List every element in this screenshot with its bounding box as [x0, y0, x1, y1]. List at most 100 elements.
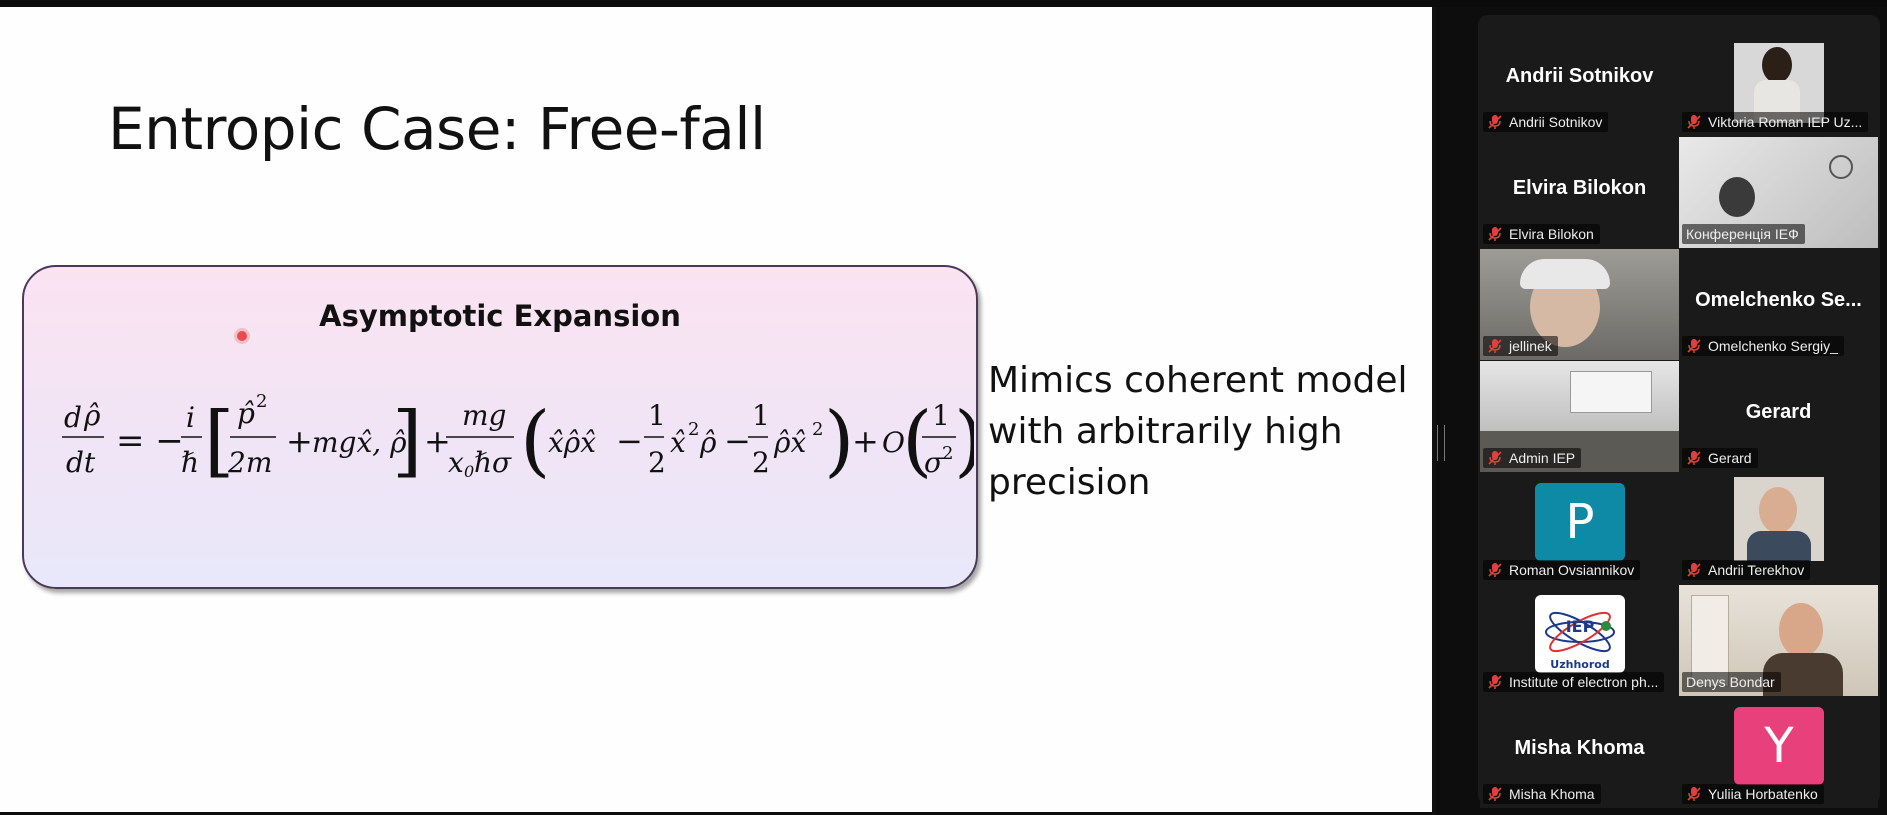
participant-name: Omelchenko Se...: [1695, 289, 1862, 311]
svg-text:ρ̂: ρ̂: [699, 426, 717, 459]
svg-text:2m: 2m: [227, 446, 272, 479]
participant-label-text: Конференція ІЕФ: [1686, 226, 1799, 242]
muted-mic-icon: [1488, 451, 1502, 465]
muted-mic-icon: [1488, 227, 1502, 241]
panel-divider: [1432, 7, 1436, 815]
participant-label-text: Viktoria Roman IEP Uz...: [1708, 114, 1863, 130]
participant-label: Roman Ovsiannikov: [1483, 560, 1641, 580]
participant-tile[interactable]: Andrii Sotnikov Andrii Sotnikov: [1480, 25, 1679, 136]
svg-text:2: 2: [648, 446, 666, 479]
logo: IEP Uzhhorod: [1535, 595, 1625, 673]
svg-text:ℏσ: ℏσ: [474, 446, 512, 479]
avatar: P: [1535, 483, 1625, 561]
svg-text:−: −: [616, 422, 643, 460]
participant-tile-active-speaker[interactable]: Denys Bondar: [1679, 585, 1878, 696]
participant-gallery: Andrii Sotnikov Andrii Sotnikov Viktoria…: [1478, 15, 1880, 808]
participant-tile[interactable]: Misha Khoma Misha Khoma: [1480, 697, 1679, 808]
svg-text:+: +: [286, 422, 313, 460]
svg-text:1: 1: [752, 399, 770, 432]
svg-text:): ): [954, 396, 974, 486]
participant-tile[interactable]: IEP Uzhhorod Institute of electron ph...: [1480, 585, 1679, 696]
participant-label-text: Elvira Bilokon: [1509, 226, 1594, 242]
slide-side-text: Mimics coherent model with arbitrarily h…: [988, 355, 1408, 508]
svg-text:ρ̂: ρ̂: [83, 399, 101, 432]
svg-text:mg: mg: [462, 399, 506, 432]
top-bar: [0, 0, 1887, 7]
svg-text:i: i: [186, 401, 195, 434]
svg-text:2: 2: [256, 391, 267, 412]
participant-tile[interactable]: Y Yuliia Horbatenko: [1679, 697, 1878, 808]
resize-handle[interactable]: [1437, 425, 1445, 461]
participant-name: Misha Khoma: [1514, 737, 1645, 759]
participant-video: [1480, 249, 1679, 360]
svg-text:x̂ρ̂x̂: x̂ρ̂x̂: [548, 426, 596, 459]
participant-label: Omelchenko Sergiy_: [1682, 336, 1844, 356]
avatar: Y: [1734, 707, 1824, 785]
muted-mic-icon: [1687, 787, 1701, 801]
svg-text:x: x: [448, 446, 464, 479]
participant-tile[interactable]: Andrii Terekhov: [1679, 473, 1878, 584]
svg-text:mgx̂, ρ̂: mgx̂, ρ̂: [312, 426, 407, 459]
participant-label: Gerard: [1682, 448, 1758, 468]
side-text-line: precision: [988, 462, 1151, 503]
participant-label-text: Gerard: [1708, 450, 1752, 466]
svg-text:2: 2: [942, 443, 953, 464]
participant-label: jellinek: [1483, 336, 1558, 356]
participant-tile[interactable]: Admin IEP: [1480, 361, 1679, 472]
participant-tile[interactable]: Конференція ІЕФ: [1679, 137, 1878, 248]
muted-mic-icon: [1687, 115, 1701, 129]
participant-label-text: Omelchenko Sergiy_: [1708, 338, 1838, 354]
participant-label-text: Roman Ovsiannikov: [1509, 562, 1635, 578]
participant-label: Elvira Bilokon: [1483, 224, 1600, 244]
muted-mic-icon: [1488, 563, 1502, 577]
participant-label: Institute of electron ph...: [1483, 672, 1665, 692]
svg-text:ℏ: ℏ: [181, 446, 199, 479]
svg-text:(: (: [520, 396, 550, 486]
svg-text:0: 0: [464, 462, 474, 481]
participant-tile[interactable]: jellinek: [1480, 249, 1679, 360]
muted-mic-icon: [1687, 339, 1701, 353]
participant-video: [1679, 25, 1878, 136]
svg-text:ρ̂x̂: ρ̂x̂: [773, 426, 806, 459]
svg-text:= −: = −: [116, 421, 184, 461]
participant-label: Yuliia Horbatenko: [1682, 784, 1824, 804]
slide-title: Entropic Case: Free-fall: [108, 95, 766, 163]
svg-text:]: ]: [392, 396, 422, 486]
participant-label: Andrii Terekhov: [1682, 560, 1811, 580]
svg-text:2: 2: [812, 419, 823, 440]
muted-mic-icon: [1488, 115, 1502, 129]
participant-tile[interactable]: Viktoria Roman IEP Uz...: [1679, 25, 1878, 136]
muted-mic-icon: [1488, 787, 1502, 801]
avatar-initial: Y: [1764, 718, 1794, 774]
svg-text:(: (: [902, 396, 932, 486]
svg-text:2: 2: [688, 419, 699, 440]
svg-text:p̂: p̂: [237, 397, 255, 430]
participant-tile[interactable]: Omelchenko Se... Omelchenko Sergiy_: [1679, 249, 1878, 360]
side-text-line: with arbitrarily high: [988, 411, 1343, 452]
participant-label: Admin IEP: [1483, 448, 1582, 468]
participant-label: Misha Khoma: [1483, 784, 1601, 804]
atom-logo-icon: [1545, 611, 1615, 653]
participant-video: [1679, 473, 1878, 584]
side-text-line: Mimics coherent model: [988, 360, 1408, 401]
participant-label-text: Institute of electron ph...: [1509, 674, 1659, 690]
participant-label-text: Misha Khoma: [1509, 786, 1595, 802]
participant-name: Elvira Bilokon: [1512, 177, 1647, 199]
muted-mic-icon: [1488, 339, 1502, 353]
participant-name: Gerard: [1745, 401, 1812, 423]
muted-mic-icon: [1687, 451, 1701, 465]
participant-label: Andrii Sotnikov: [1483, 112, 1609, 132]
participant-tile[interactable]: Gerard Gerard: [1679, 361, 1878, 472]
svg-text:σ: σ: [924, 446, 944, 479]
svg-text:): ): [824, 396, 854, 486]
muted-mic-icon: [1488, 675, 1502, 689]
participant-label-text: jellinek: [1509, 338, 1552, 354]
svg-text:d: d: [64, 401, 82, 434]
svg-text:−: −: [724, 422, 751, 460]
participant-tile[interactable]: P Roman Ovsiannikov: [1480, 473, 1679, 584]
participant-label-text: Andrii Sotnikov: [1509, 114, 1603, 130]
avatar-initial: P: [1565, 494, 1595, 550]
participant-tile[interactable]: Elvira Bilokon Elvira Bilokon: [1480, 137, 1679, 248]
